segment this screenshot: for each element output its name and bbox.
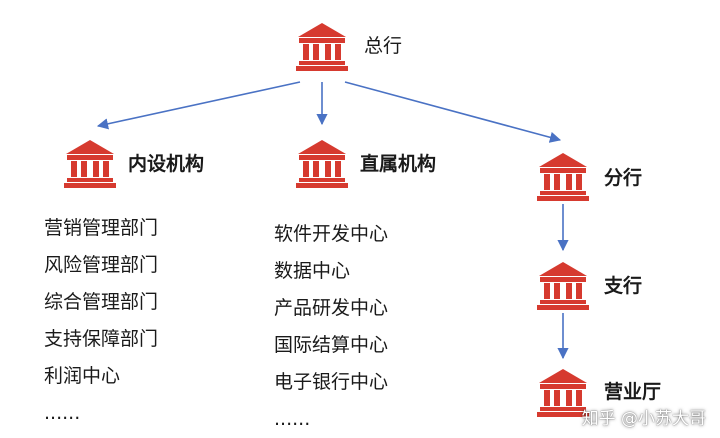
branch-label: 分行	[604, 167, 643, 189]
subbranch-label: 支行	[604, 275, 643, 297]
bank-icon	[537, 153, 589, 201]
internal-label: 内设机构	[128, 153, 205, 175]
list-item: 综合管理部门	[44, 291, 159, 313]
root-label: 总行	[364, 35, 403, 57]
direct-list: 软件开发中心 数据中心 产品研发中心 国际结算中心 电子银行中心 ......	[274, 216, 388, 438]
bank-icon	[537, 262, 589, 310]
bank-icon	[537, 369, 589, 417]
list-item: 支持保障部门	[44, 328, 159, 350]
list-item: 产品研发中心	[274, 297, 389, 319]
list-item: 国际结算中心	[274, 334, 389, 356]
list-item: 利润中心	[44, 365, 121, 387]
outlet-label: 营业厅	[604, 381, 662, 403]
bank-icon	[296, 23, 348, 71]
list-item: 风险管理部门	[44, 254, 159, 276]
list-item: 电子银行中心	[274, 371, 389, 393]
direct-label: 直属机构	[360, 153, 437, 175]
list-item: ......	[44, 402, 81, 424]
list-item: 营销管理部门	[44, 217, 159, 239]
bank-icon	[64, 140, 116, 188]
bank-icon	[296, 140, 348, 188]
list-item: ......	[274, 408, 311, 430]
arrow-root-to-branch	[344, 81, 562, 143]
watermark: 知乎 @小苏大哥	[581, 409, 706, 429]
arrow-root-to-internal	[96, 81, 301, 130]
list-item: 软件开发中心	[274, 223, 389, 245]
internal-list: 营销管理部门 风险管理部门 综合管理部门 支持保障部门 利润中心 ......	[44, 210, 158, 432]
list-item: 数据中心	[274, 260, 351, 282]
